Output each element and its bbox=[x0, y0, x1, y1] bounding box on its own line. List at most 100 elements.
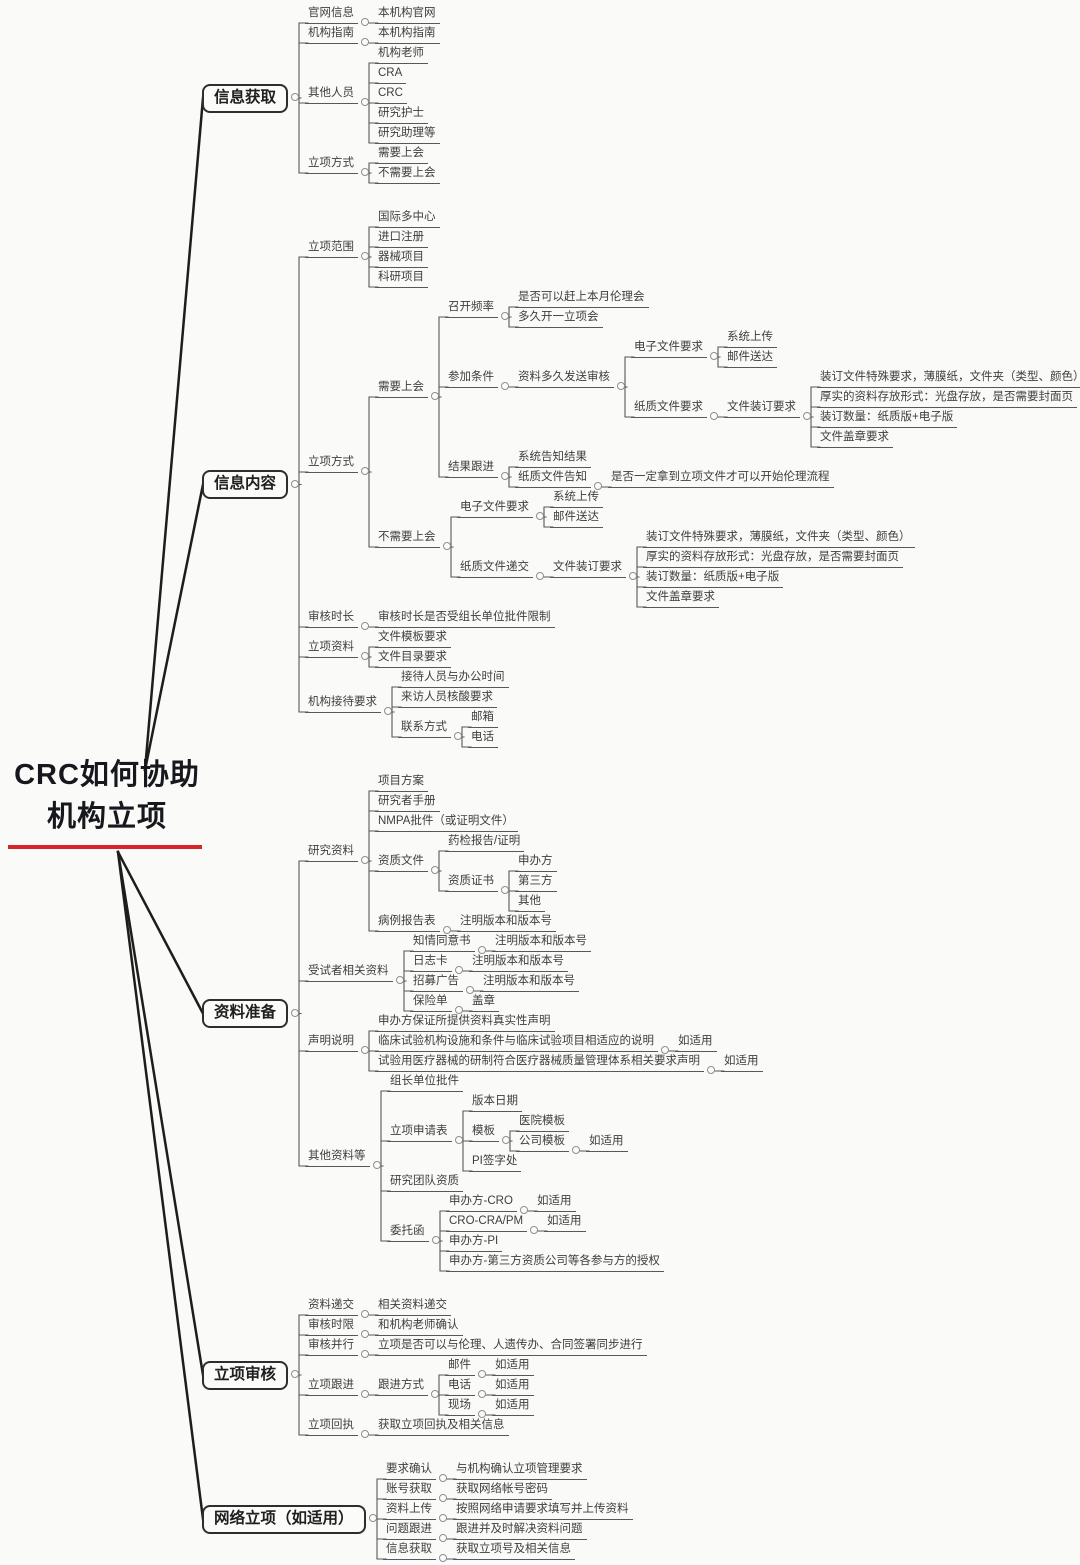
branch-material-preparation: 资料准备 bbox=[202, 999, 289, 1028]
mindmap-topic: 立项方式 bbox=[305, 456, 358, 473]
mindmap-topic: 如适用 bbox=[721, 1055, 763, 1072]
junction-dot-icon bbox=[439, 1494, 447, 1502]
edge bbox=[380, 1090, 391, 1242]
mindmap-topic: 科研项目 bbox=[375, 271, 428, 288]
mindmap-topic: 其他资料等 bbox=[305, 1150, 370, 1167]
mindmap-topic: 不需要上会 bbox=[375, 531, 440, 548]
mindmap-topic: 需要上会 bbox=[375, 147, 428, 164]
mindmap-topic: 立项回执 bbox=[305, 1419, 358, 1436]
mindmap-topic: 相关资料递交 bbox=[375, 1299, 451, 1316]
mindmap-topic: 如适用 bbox=[492, 1359, 534, 1376]
junction-dot-icon bbox=[361, 18, 369, 26]
junction-dot-icon bbox=[502, 1136, 510, 1144]
mindmap-topic: 邮件送达 bbox=[550, 511, 603, 528]
mindmap-topic: 电子文件要求 bbox=[631, 341, 707, 358]
mindmap-topic: 纸质文件要求 bbox=[631, 401, 707, 418]
mindmap-topic: 文件盖章要求 bbox=[643, 591, 719, 608]
junction-dot-icon bbox=[431, 866, 439, 874]
mindmap-topic: 保险单 bbox=[410, 995, 452, 1012]
mindmap-topic: 研究护士 bbox=[375, 107, 428, 124]
mindmap-topic: CRC bbox=[375, 87, 407, 104]
mindmap-topic: 其他 bbox=[515, 895, 545, 912]
junction-dot-icon bbox=[710, 352, 718, 360]
mindmap-topic: 试验用医疗器械的研制符合医疗器械质量管理体系相关要求声明 bbox=[375, 1055, 704, 1072]
mindmap-topic: 立项方式 bbox=[305, 157, 358, 174]
junction-dot-icon bbox=[617, 382, 625, 390]
edge bbox=[116, 850, 205, 1377]
mindmap-topic: 邮件 bbox=[445, 1359, 475, 1376]
mindmap-topic: 申办方保证所提供资料真实性声明 bbox=[375, 1015, 555, 1032]
mindmap-topic: CRO-CRA/PM bbox=[446, 1215, 528, 1232]
junction-dot-icon bbox=[361, 1330, 369, 1338]
mindmap-topic: 资质证书 bbox=[445, 875, 498, 892]
junction-dot-icon bbox=[291, 93, 299, 101]
junction-dot-icon bbox=[530, 1226, 538, 1234]
edge bbox=[368, 396, 379, 548]
branch-info-content: 信息内容 bbox=[202, 470, 289, 499]
junction-dot-icon bbox=[501, 312, 509, 320]
mindmap-topic: 病例报告表 bbox=[375, 915, 440, 932]
mindmap-topic: 器械项目 bbox=[375, 251, 428, 268]
junction-dot-icon bbox=[439, 1474, 447, 1482]
mindmap-topic: 纸质文件告知 bbox=[515, 471, 591, 488]
mindmap-topic: 组长单位批件 bbox=[387, 1075, 463, 1092]
mindmap-topic: 文件装订要求 bbox=[550, 561, 626, 578]
edge bbox=[116, 850, 205, 1016]
mindmap-topic: 知情同意书 bbox=[410, 935, 475, 952]
mindmap-topic: 如适用 bbox=[675, 1035, 717, 1052]
mindmap-topic: 如适用 bbox=[586, 1135, 628, 1152]
mindmap-topic: 机构指南 bbox=[305, 27, 358, 44]
junction-dot-icon bbox=[361, 1390, 369, 1398]
mindmap-topic: 文件盖章要求 bbox=[817, 431, 893, 448]
mindmap-topic: 公司模板 bbox=[516, 1135, 569, 1152]
junction-dot-icon bbox=[536, 572, 544, 580]
junction-dot-icon bbox=[710, 412, 718, 420]
mindmap-topic: 和机构老师确认 bbox=[375, 1319, 463, 1336]
junction-dot-icon bbox=[439, 1534, 447, 1542]
mindmap-topic: 问题跟进 bbox=[383, 1523, 436, 1540]
mindmap-topic: 版本日期 bbox=[469, 1095, 522, 1112]
junction-dot-icon bbox=[361, 38, 369, 46]
junction-dot-icon bbox=[361, 652, 369, 660]
junction-dot-icon bbox=[478, 1370, 486, 1378]
mindmap-topic: 文件目录要求 bbox=[375, 651, 451, 668]
mindmap-topic: 按照网络申请要求填写并上传资料 bbox=[453, 1503, 633, 1520]
junction-dot-icon bbox=[291, 1008, 299, 1017]
mindmap-topic: 参加条件 bbox=[445, 371, 498, 388]
mindmap-topic: 注明版本和版本号 bbox=[492, 935, 591, 952]
mindmap-topic: 装订文件特殊要求，薄膜纸，文件夹（类型、颜色） bbox=[817, 371, 1080, 388]
junction-dot-icon bbox=[396, 976, 404, 984]
mindmap-topic: 装订数量：纸质版+电子版 bbox=[643, 571, 784, 588]
edge bbox=[438, 316, 449, 478]
mindmap-topic: 电子文件要求 bbox=[457, 501, 533, 518]
junction-dot-icon bbox=[431, 392, 439, 400]
junction-dot-icon bbox=[594, 482, 602, 490]
mindmap-topic: 装订数量：纸质版+电子版 bbox=[817, 411, 958, 428]
mindmap-topic: 来访人员核酸要求 bbox=[398, 691, 497, 708]
mindmap-topic: 官网信息 bbox=[305, 7, 358, 24]
mindmap-topic: 临床试验机构设施和条件与临床试验项目相适应的说明 bbox=[375, 1035, 658, 1052]
mindmap-topic: 其他人员 bbox=[305, 87, 358, 104]
mindmap-topic: 文件模板要求 bbox=[375, 631, 451, 648]
junction-dot-icon bbox=[707, 1066, 715, 1074]
mindmap-topic: 要求确认 bbox=[383, 1463, 436, 1480]
branch-online-initiation: 网络立项（如适用） bbox=[202, 1504, 366, 1534]
junction-dot-icon bbox=[384, 707, 392, 715]
mindmap-topic: 获取立项回执及相关信息 bbox=[375, 1419, 509, 1436]
edge bbox=[143, 96, 205, 772]
junction-dot-icon bbox=[536, 512, 544, 520]
junction-dot-icon bbox=[373, 1161, 381, 1169]
mindmap-topic: 日志卡 bbox=[410, 955, 452, 972]
mindmap-topic: 受试者相关资料 bbox=[305, 965, 393, 982]
mindmap-topic: 厚实的资料存放形式：光盘存放，是否需要封面页 bbox=[643, 551, 903, 568]
mindmap-topic: 立项资料 bbox=[305, 641, 358, 658]
junction-dot-icon bbox=[455, 1136, 463, 1144]
junction-dot-icon bbox=[361, 252, 369, 260]
mindmap-topic: 接待人员与办公时间 bbox=[398, 671, 509, 688]
junction-dot-icon bbox=[572, 1146, 580, 1154]
branch-info-acquisition: 信息获取 bbox=[202, 83, 289, 113]
mindmap-topic: 邮箱 bbox=[468, 711, 498, 728]
mindmap-topic: 立项申请表 bbox=[387, 1125, 452, 1142]
mindmap-topic: 审核并行 bbox=[305, 1339, 358, 1356]
